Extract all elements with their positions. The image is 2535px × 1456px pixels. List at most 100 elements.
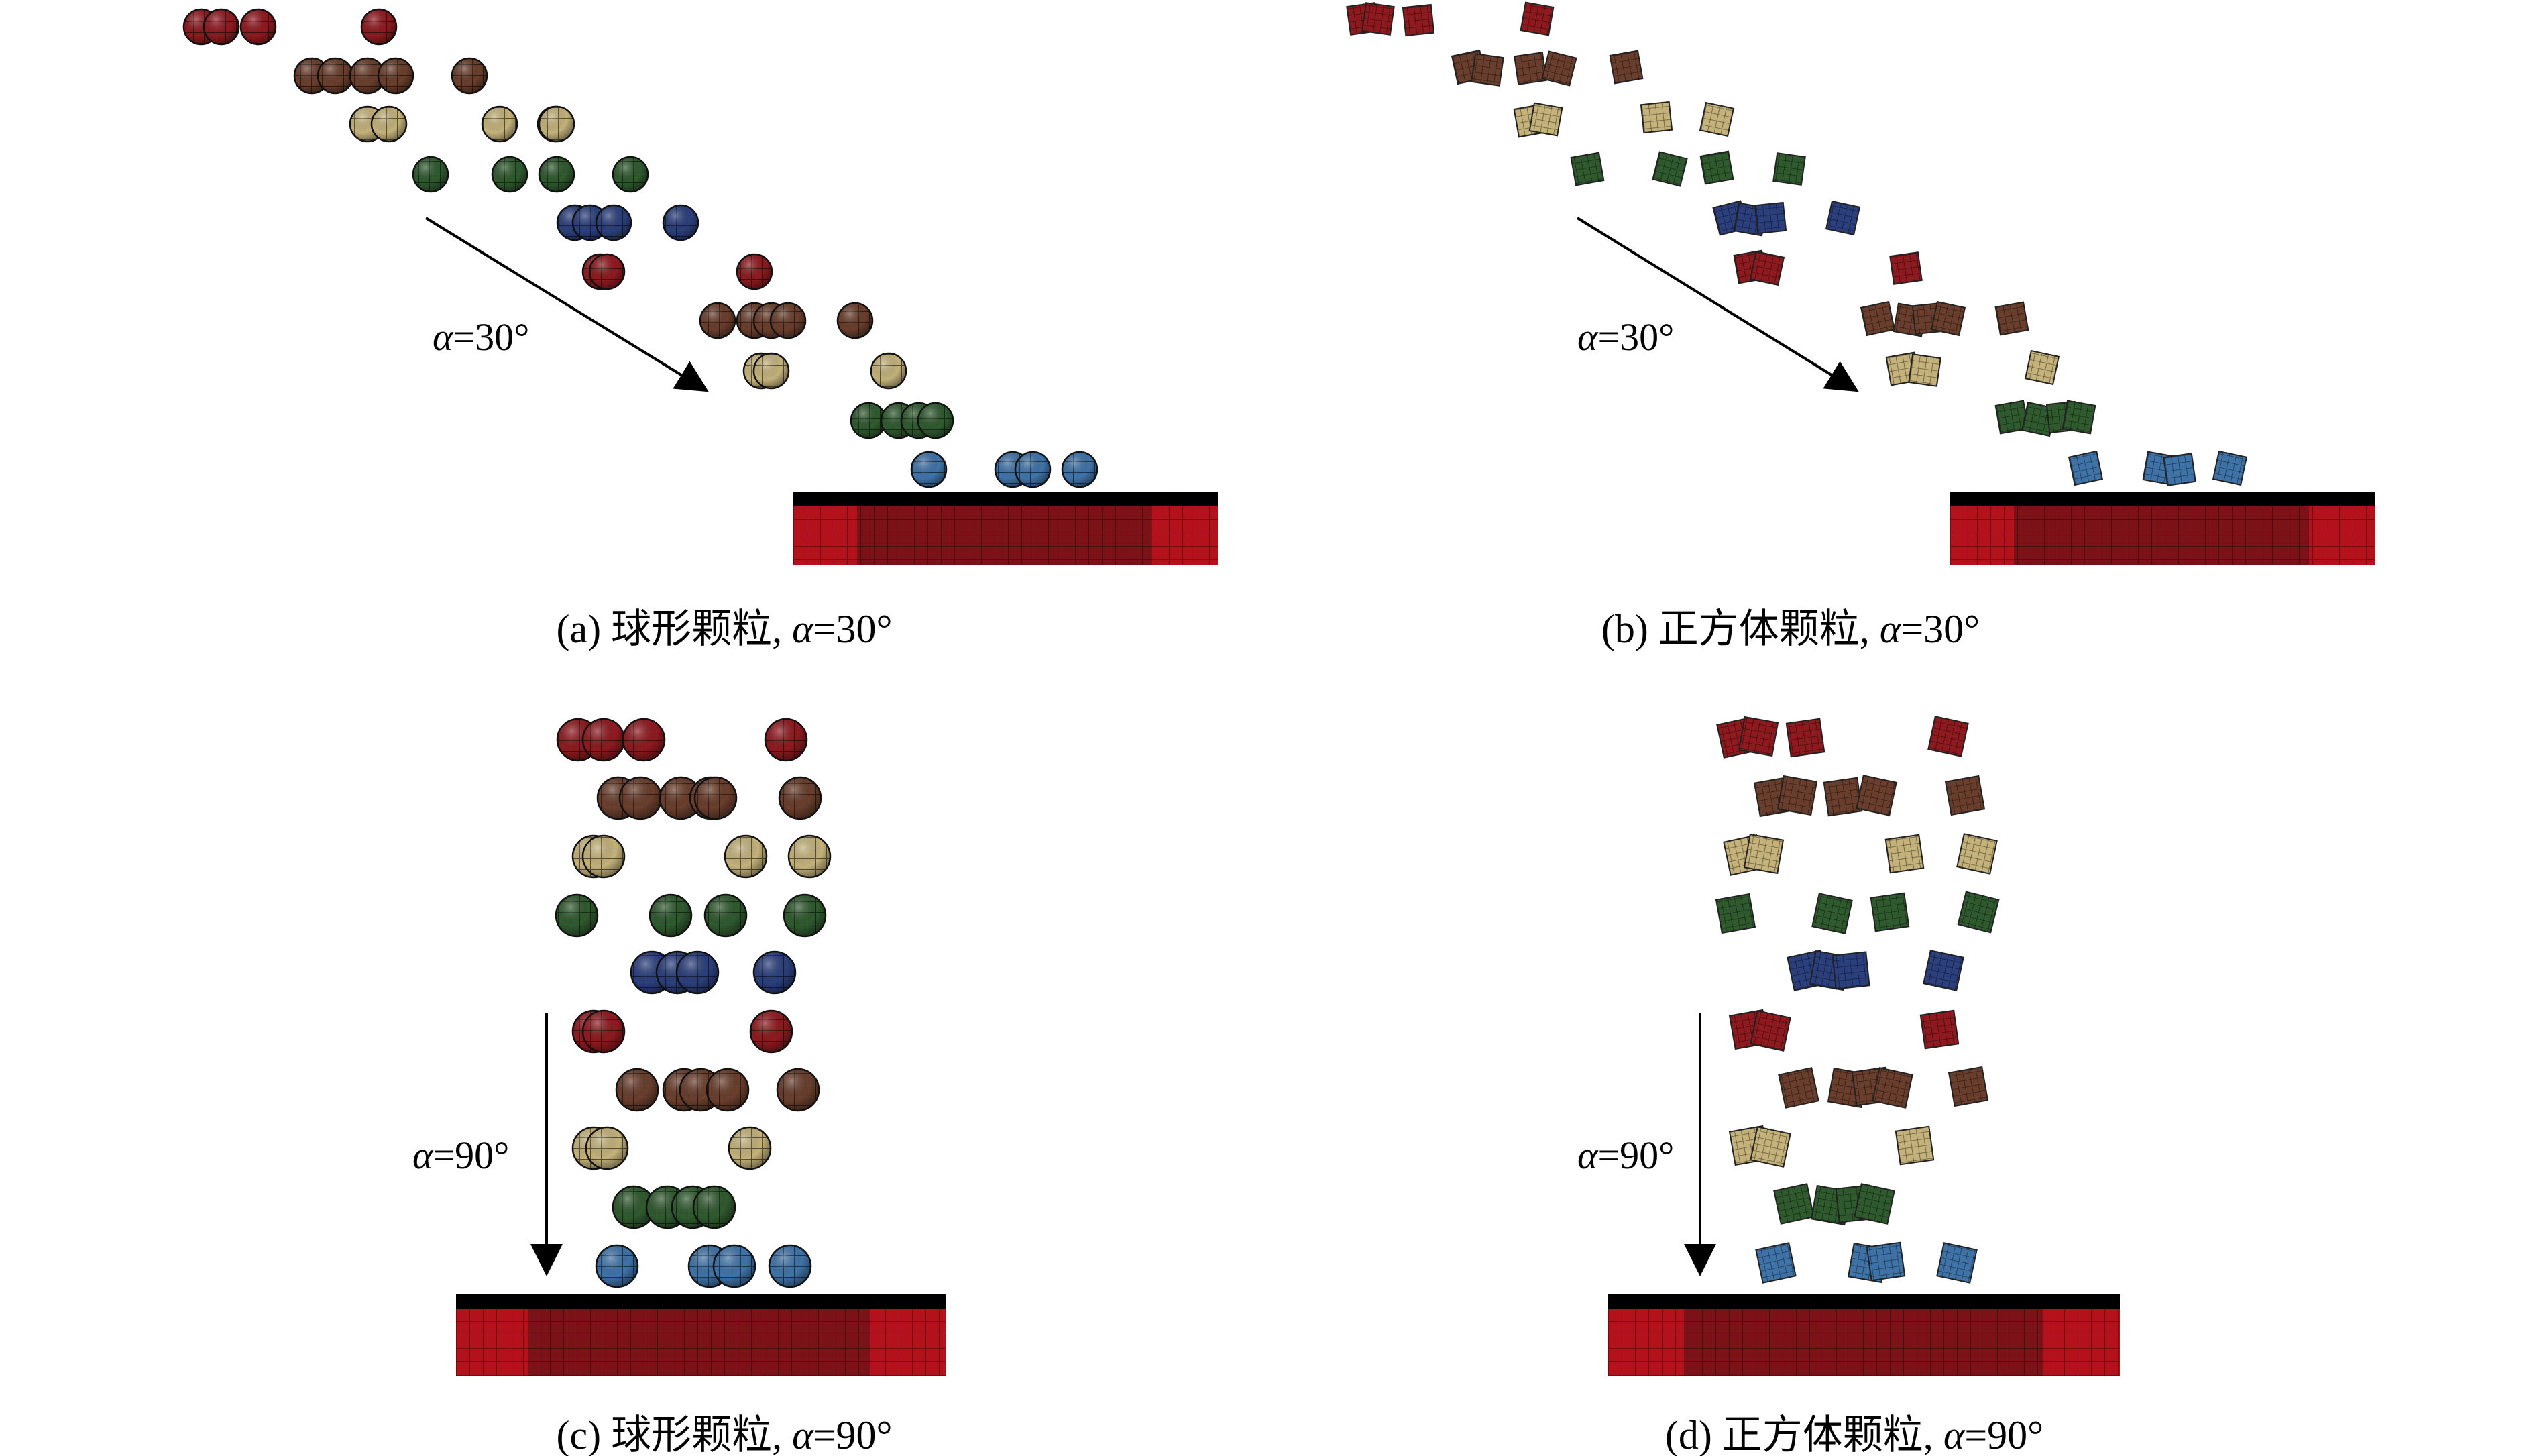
sphere-particle	[615, 1068, 659, 1112]
cube-particle	[1785, 718, 1825, 758]
cube-particle	[2062, 400, 2096, 435]
cube-particle	[1402, 3, 1435, 37]
sphere-particle	[595, 1244, 639, 1288]
sphere-particle	[693, 776, 738, 820]
cube-particle	[1738, 716, 1779, 757]
sphere-particle	[203, 8, 240, 46]
cube-particle	[1715, 893, 1756, 934]
target-plate-d	[1608, 1294, 2120, 1376]
sphere-particle	[910, 451, 948, 488]
sphere-particle	[699, 302, 736, 339]
cube-particle	[1541, 50, 1577, 87]
sphere-particle	[917, 402, 954, 439]
cube-particle	[1944, 775, 1986, 816]
sphere-particle	[778, 776, 822, 820]
sphere-particle	[451, 57, 488, 95]
cube-particle	[2068, 450, 2104, 486]
cube-particle	[1811, 893, 1853, 934]
sphere-particle	[703, 893, 748, 938]
cube-particle	[1772, 152, 1806, 186]
arrow-b	[1576, 217, 1859, 392]
cube-particle	[1652, 151, 1688, 187]
cube-particle	[1866, 1241, 1906, 1282]
sphere-particle	[836, 302, 874, 339]
sphere-particle	[787, 834, 832, 879]
sphere-particle	[1061, 451, 1098, 488]
cube-particle	[1699, 150, 1734, 185]
cube-particle	[1825, 200, 1861, 236]
sphere-particle	[764, 718, 808, 762]
cube-particle	[1570, 152, 1605, 186]
cube-particle	[1520, 1, 1555, 36]
sphere-particle	[612, 1185, 656, 1229]
cube-particle	[1361, 2, 1395, 36]
sphere-particle	[538, 156, 575, 193]
target-plate-b	[1950, 492, 2375, 565]
cube-particle	[1777, 775, 1818, 816]
sphere-particle	[752, 352, 790, 390]
panel-b-cube-30	[1346, 1, 2248, 486]
cube-particle	[1895, 1125, 1935, 1166]
cube-particle	[1957, 891, 2000, 934]
cube-particle	[1919, 1009, 1960, 1050]
sphere-particle	[769, 302, 807, 339]
sphere-particle	[692, 1185, 736, 1229]
sphere-particle	[581, 718, 626, 762]
cube-particle	[2212, 450, 2248, 486]
sphere-particle	[612, 156, 649, 193]
sphere-particle	[736, 253, 773, 290]
target-plate-a	[793, 492, 1218, 565]
cube-particle	[1884, 834, 1925, 874]
angle-label-d: α=90°	[1577, 1133, 1674, 1177]
cube-particle	[1927, 716, 1969, 757]
sphere-particle	[317, 57, 354, 95]
cube-particle	[1750, 1126, 1791, 1168]
sphere-particle	[595, 204, 632, 241]
sphere-particle	[712, 1244, 756, 1288]
cube-particle	[1832, 951, 1870, 990]
sphere-particle	[870, 352, 907, 390]
cube-particle	[1749, 250, 1785, 286]
cube-particle	[1936, 1242, 1978, 1284]
panel-c-sphere-90	[555, 718, 832, 1288]
sphere-particle	[675, 950, 720, 995]
sphere-particle	[752, 950, 797, 995]
cube-particle	[1471, 53, 1504, 87]
sphere-particle	[724, 834, 768, 879]
cube-particle	[1754, 201, 1787, 235]
cube-particle	[1856, 775, 1897, 816]
caption-c: (c) 球形颗粒, α=90°	[557, 1413, 893, 1456]
cube-particle	[1923, 950, 1964, 991]
cube-particle	[1908, 353, 1941, 387]
sphere-particle	[618, 776, 663, 820]
sphere-particle	[555, 893, 599, 938]
sphere-particle	[239, 8, 277, 46]
cube-particle	[1699, 101, 1735, 137]
cube-particle	[1743, 833, 1785, 875]
cube-particle	[1930, 300, 1966, 337]
sphere-particle	[581, 1009, 626, 1054]
cube-particle	[1514, 52, 1547, 85]
sphere-particle	[538, 105, 575, 143]
sphere-particle	[706, 1068, 750, 1112]
cube-particle	[1755, 1242, 1797, 1284]
sphere-particle	[776, 1068, 820, 1112]
sphere-particle	[662, 204, 699, 241]
cube-particle	[1860, 300, 1896, 337]
cube-particle	[1956, 833, 1998, 875]
cube-particle	[1528, 102, 1563, 137]
sphere-particle	[585, 1126, 629, 1170]
sphere-particle	[588, 253, 626, 290]
panel-d-cube-90	[1715, 716, 2000, 1284]
sphere-particle	[768, 1244, 812, 1288]
sphere-particle	[360, 8, 398, 46]
sphere-particle	[377, 57, 414, 95]
sphere-particle	[412, 156, 449, 193]
sphere-particle	[749, 1009, 793, 1054]
sphere-particle	[622, 718, 666, 762]
cube-particle	[1773, 1183, 1815, 1225]
panel-a-sphere-30	[182, 8, 1098, 488]
cube-particle	[2024, 349, 2060, 386]
cube-particle	[1823, 777, 1863, 817]
